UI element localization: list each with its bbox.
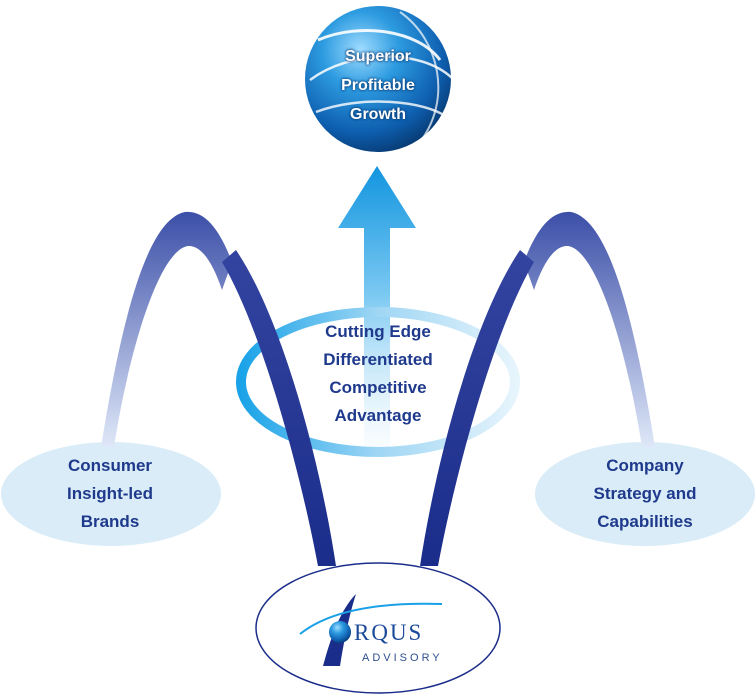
left-pillar-line-1: Consumer bbox=[67, 456, 153, 475]
right-pillar-ellipse bbox=[535, 442, 755, 546]
right-arch-inner-leg bbox=[420, 250, 534, 566]
goal-line-2: Profitable bbox=[341, 77, 415, 94]
logo-subtitle: ADVISORY bbox=[362, 652, 443, 664]
left-pillar-line-3: Brands bbox=[80, 512, 140, 531]
right-pillar-line-2: Strategy and bbox=[593, 484, 697, 503]
logo-name: RQUS bbox=[354, 620, 424, 645]
left-pillar-ellipse bbox=[1, 442, 221, 546]
goal-text: Superior Profitable Growth bbox=[318, 42, 438, 129]
logo-globe-icon bbox=[329, 621, 351, 643]
logo-swoosh-line bbox=[299, 602, 443, 635]
advantage-ring bbox=[236, 307, 520, 457]
left-arch-inner-leg bbox=[222, 250, 336, 566]
right-pillar-text: Company Strategy and Capabilities bbox=[562, 452, 728, 536]
center-line-1: Cutting Edge bbox=[325, 322, 431, 341]
center-line-2: Differentiated bbox=[323, 350, 433, 369]
right-arch-outer-leg bbox=[524, 211, 655, 447]
right-pillar-line-1: Company bbox=[606, 456, 684, 475]
center-line-4: Advantage bbox=[334, 406, 422, 425]
goal-line-3: Growth bbox=[350, 106, 406, 123]
center-advantage-text: Cutting Edge Differentiated Competitive … bbox=[298, 318, 458, 430]
left-arch-outer-leg bbox=[101, 211, 232, 447]
left-pillar-line-2: Insight-led bbox=[67, 484, 153, 503]
left-pillar-text: Consumer Insight-led Brands bbox=[30, 452, 190, 536]
goal-line-1: Superior bbox=[345, 48, 411, 65]
logo-ellipse bbox=[255, 562, 501, 694]
goal-globe bbox=[305, 6, 453, 152]
center-line-3: Competitive bbox=[329, 378, 427, 397]
right-pillar-line-3: Capabilities bbox=[597, 512, 693, 531]
